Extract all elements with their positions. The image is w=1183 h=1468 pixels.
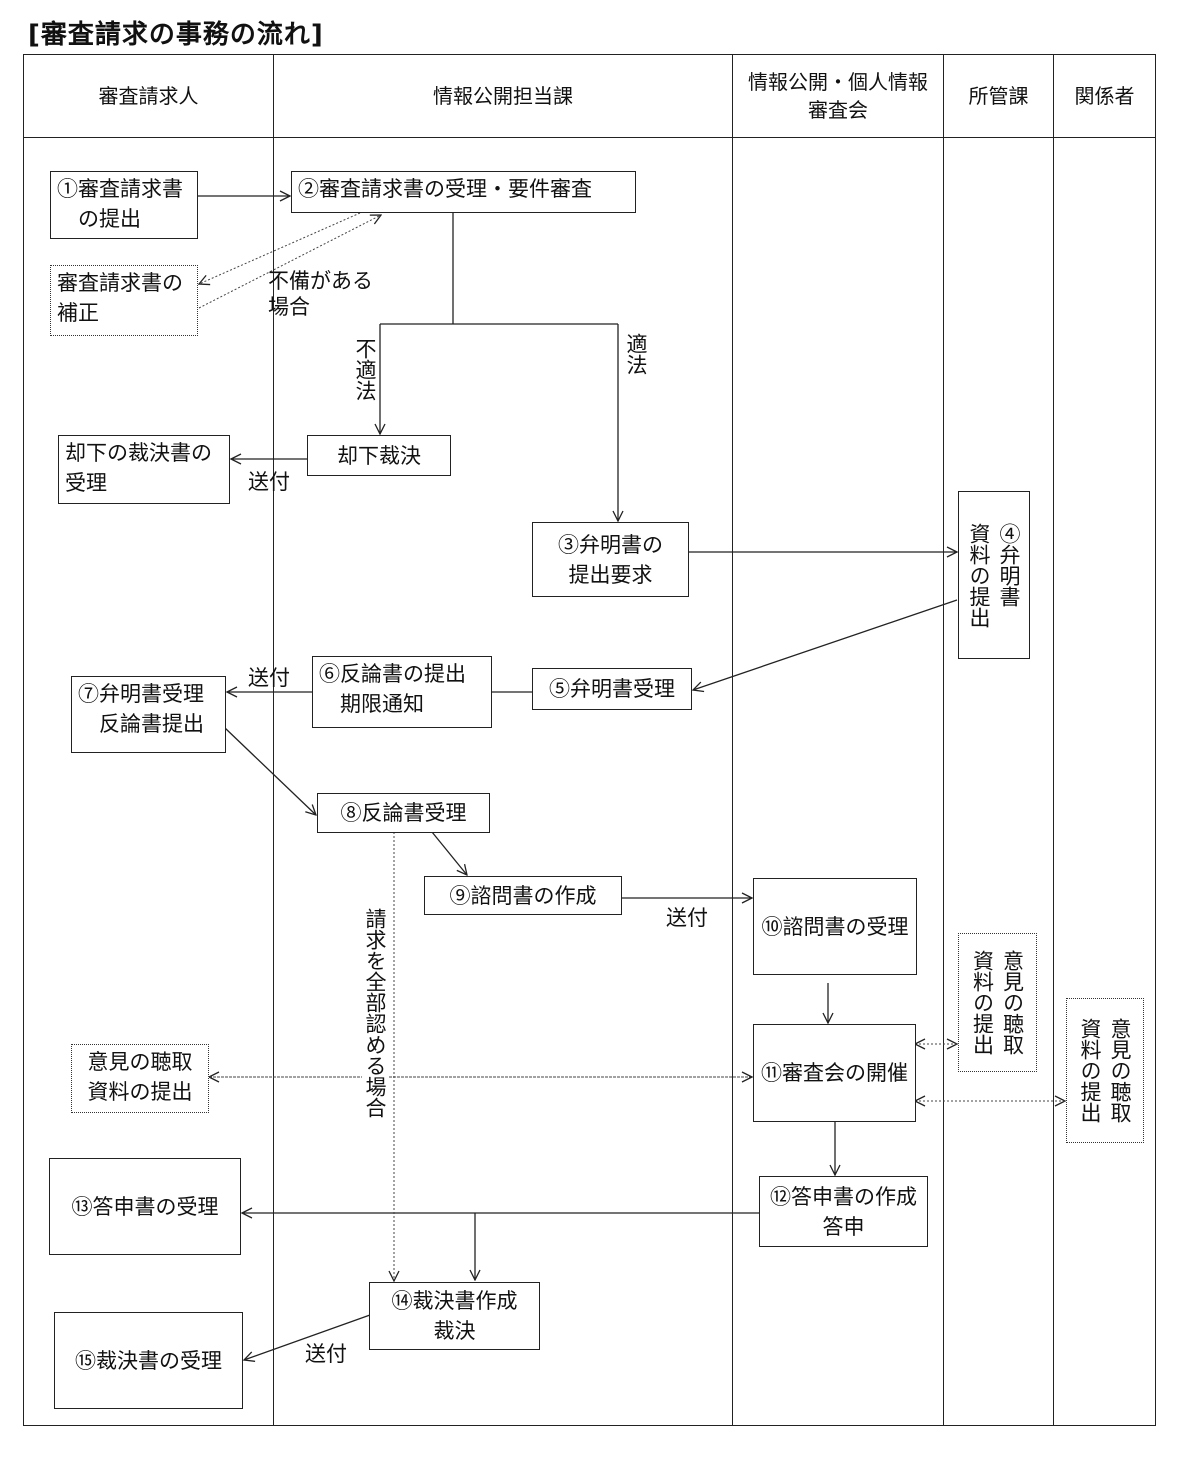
lane-divider: [943, 54, 944, 1426]
label-send: 送付: [666, 906, 708, 930]
lane-divider: [732, 54, 733, 1426]
step-10-inquiry-received: ⑩諮問書の受理: [753, 878, 917, 975]
step-5-explanation-received: ⑤弁明書受理: [532, 668, 692, 710]
label-deficient: 不備がある 場合: [268, 269, 373, 319]
lane-header-disclosure-section: 情報公開担当課: [433, 84, 573, 108]
label-send: 送付: [305, 1342, 347, 1366]
lane-divider: [1053, 54, 1054, 1426]
opinion-responsible-section: 意見の聴取 資料の提出: [958, 933, 1037, 1072]
step-12-create-report: ⑫答申書の作成 答申: [759, 1176, 928, 1247]
label-send: 送付: [248, 470, 290, 494]
step-14-create-decision: ⑭裁決書作成 裁決: [369, 1282, 540, 1350]
dotted-arrow-s2-correction: [199, 212, 361, 284]
page-title: [審査請求の事務の流れ]: [28, 20, 324, 50]
step-9-create-inquiry: ⑨諮問書の作成: [424, 876, 622, 915]
arrow-s4-s5: [693, 599, 958, 690]
lane-header-review-board: 情報公開・個人情報 審査会: [748, 70, 928, 122]
step-11-board-meeting: ⑪審査会の開催: [753, 1024, 916, 1122]
label-lawful: 適法: [624, 333, 648, 375]
opinion-related-parties: 意見の聴取 資料の提出: [1066, 998, 1144, 1143]
header-divider: [23, 137, 1156, 138]
opinion-requester: 意見の聴取 資料の提出: [71, 1044, 209, 1113]
label-send: 送付: [248, 666, 290, 690]
arrow-s14-s15: [244, 1314, 371, 1360]
step-13-report-received: ⑬答申書の受理: [49, 1158, 241, 1255]
step-15-decision-received: ⑮裁決書の受理: [54, 1312, 243, 1409]
dismissal-notice-received: 却下の裁決書の 受理: [58, 435, 230, 504]
step-2-receive-review: ②審査請求書の受理・要件審査: [291, 171, 636, 213]
step-1-submit-request: ①審査請求書 の提出: [50, 171, 198, 239]
step-8-rebuttal-received: ⑧反論書受理: [317, 793, 490, 833]
lane-header-related-parties: 関係者: [1074, 84, 1135, 108]
step-6-rebuttal-deadline-notice: ⑥反論書の提出 期限通知: [312, 656, 492, 728]
step-7-submit-rebuttal: ⑦弁明書受理 反論書提出: [71, 676, 226, 753]
step-3-request-explanation: ③弁明書の 提出要求: [532, 522, 689, 597]
label-unlawful: 不適法: [353, 338, 377, 401]
request-correction: 審査請求書の 補正: [50, 265, 198, 336]
flow-table-frame: [23, 54, 1156, 1426]
arrow-s7-s8: [224, 727, 316, 815]
step-4-submit-explanation: ④弁明書 資料の提出: [958, 491, 1030, 659]
label-grant-all: 請求を全部認める場合: [362, 908, 388, 1118]
lane-divider: [273, 54, 274, 1426]
lane-header-requester: 審査請求人: [98, 84, 199, 108]
arrow-s8-s9: [431, 831, 467, 875]
lane-header-responsible-section: 所管課: [968, 84, 1029, 108]
dismissal-decision: 却下裁決: [307, 435, 451, 476]
